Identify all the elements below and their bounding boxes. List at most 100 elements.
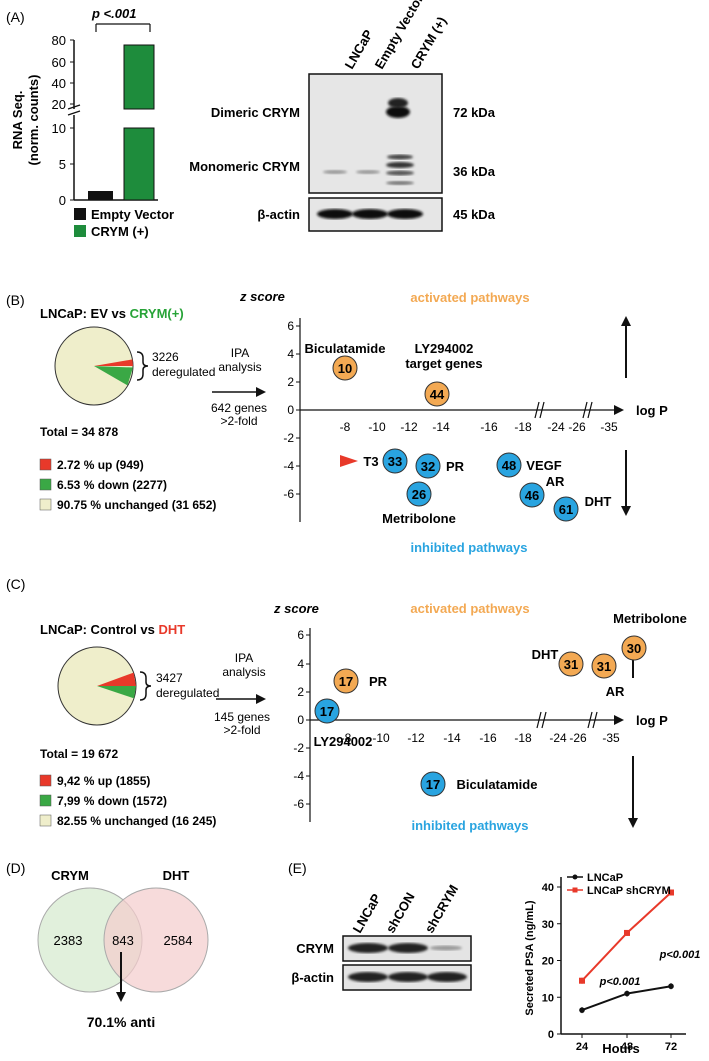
panel-a-ylabel-1: RNA Seq. <box>10 91 25 150</box>
panel-e: (E) LNCaP shCON shCRYM CRYM β-actin Secr… <box>288 860 700 1056</box>
inhibited-label: inhibited pathways <box>411 818 528 833</box>
ipa-label-1: IPA <box>231 346 249 360</box>
tick-label: 2 <box>287 375 294 389</box>
pie-slice-up <box>97 672 136 686</box>
bar-empty-vector <box>88 191 113 200</box>
blot-size-label: 36 kDa <box>453 164 496 179</box>
panel-e-label: (E) <box>288 860 307 876</box>
tick-label: 6 <box>297 628 304 642</box>
data-point <box>579 977 585 984</box>
tick-label: 4 <box>287 347 294 361</box>
total-label: Total = 34 878 <box>40 425 118 439</box>
node-t3 <box>382 448 408 474</box>
lane-label: LNCaP <box>350 891 384 936</box>
panel-b-title-highlight: CRYM(+) <box>130 306 184 321</box>
tick-label: -8 <box>341 731 352 745</box>
panel-b-label: (B) <box>6 292 25 308</box>
tick-label: -12 <box>407 731 425 745</box>
tick-label: -2 <box>293 741 304 755</box>
p-annotation-lower: p<0.001 <box>599 976 641 988</box>
tick-label: -4 <box>293 769 304 783</box>
tick-label: 40 <box>52 76 66 91</box>
node-number: 44 <box>430 387 445 402</box>
lane-label: shCON <box>383 890 418 936</box>
tick-label: -6 <box>283 487 294 501</box>
tick-label: -6 <box>293 797 304 811</box>
node-number: 46 <box>525 488 539 503</box>
blot-row-label: CRYM <box>296 941 334 956</box>
panel-a-label: (A) <box>6 9 25 25</box>
deregulated-label: deregulated <box>152 365 215 379</box>
y-tick-label: 10 <box>542 992 554 1004</box>
legend-label-ev: Empty Vector <box>91 207 174 222</box>
blot-size-label: 72 kDa <box>453 105 496 120</box>
node-ly294002 <box>424 381 450 407</box>
tick-label: -18 <box>514 420 532 434</box>
chart-legend: LNCaP LNCaP shCRYM <box>567 872 671 897</box>
node-label: T3 <box>363 454 378 469</box>
tick-label: 80 <box>52 33 66 48</box>
legend-swatch-ev <box>74 208 86 220</box>
legend-lncap-shcrym: LNCaP shCRYM <box>587 885 671 897</box>
panel-c-title: LNCaP: Control vs DHT <box>40 622 185 637</box>
panel-b-title: LNCaP: EV vs CRYM(+) <box>40 306 184 321</box>
zscore-label: z score <box>239 289 285 304</box>
x-tick-label: 48 <box>621 1041 633 1053</box>
data-point <box>668 889 674 896</box>
tick-label: -24 <box>547 420 565 434</box>
tick-label: 0 <box>297 713 304 727</box>
legend-down: 7,99 % down (1572) <box>57 794 167 808</box>
node-label: PR <box>369 674 388 689</box>
node-label: DHT <box>585 494 612 509</box>
tick-label: 4 <box>297 657 304 671</box>
activated-label: activated pathways <box>410 601 529 616</box>
node-number: 61 <box>559 502 573 517</box>
node-dht <box>558 651 584 677</box>
total-label: Total = 19 672 <box>40 747 118 761</box>
tick-label: -14 <box>443 731 461 745</box>
legend-label-crym: CRYM (+) <box>91 224 149 239</box>
panel-a-ticks-lower: 10 5 0 <box>52 121 74 208</box>
node-pr <box>415 453 441 479</box>
bar-crym-lower <box>123 127 155 201</box>
pie-slice-down <box>97 686 136 699</box>
panel-c: (C) LNCaP: Control vs DHT 3427 deregulat… <box>6 576 687 833</box>
node-vegf <box>496 452 522 478</box>
deregulated-label: deregulated <box>156 686 219 700</box>
node-label-sub: target genes <box>405 356 482 371</box>
blot-row-label: Dimeric CRYM <box>211 105 300 120</box>
tick-label: 60 <box>52 55 66 70</box>
tick-label: -10 <box>372 731 390 745</box>
tick-label: 20 <box>52 97 66 112</box>
legend-up: 2.72 % up (949) <box>57 458 144 472</box>
node-label: Biculatamide <box>457 777 538 792</box>
activated-label: activated pathways <box>410 290 529 305</box>
western-blot-e: LNCaP shCON shCRYM CRYM β-actin <box>291 882 472 991</box>
p-annotation-upper: p<0.001 <box>659 949 701 961</box>
x-tick-label: 72 <box>665 1041 677 1053</box>
panel-a-ticks-upper: 80 60 40 20 <box>52 33 74 112</box>
venn-set-b-label: DHT <box>163 868 190 883</box>
logp-label: log P <box>636 713 668 728</box>
node-label: PR <box>446 459 465 474</box>
node-number: 48 <box>502 458 516 473</box>
panel-b: (B) LNCaP: EV vs CRYM(+) 3226 deregulate… <box>6 289 668 555</box>
ipa-label-1: IPA <box>235 651 253 665</box>
node-label: LY294002 <box>415 341 474 356</box>
legend-unchanged: 82.55 % unchanged (16 245) <box>57 814 216 828</box>
genes-label-2: >2-fold <box>223 723 260 737</box>
legend-unchanged: 90.75 % unchanged (31 652) <box>57 498 216 512</box>
node-number: 31 <box>597 659 611 674</box>
genes-label-1: 642 genes <box>211 401 267 415</box>
tick-label: -35 <box>602 731 620 745</box>
tick-label: 10 <box>52 121 66 136</box>
chart-xlabel: Hours <box>602 1041 640 1056</box>
node-label: Metribolone <box>382 511 456 526</box>
blot-size-label: 45 kDa <box>453 207 496 222</box>
tick-label: -4 <box>283 459 294 473</box>
bar-crym-upper <box>123 44 155 110</box>
y-tick-label: 30 <box>542 919 554 931</box>
node-label: AR <box>546 474 565 489</box>
